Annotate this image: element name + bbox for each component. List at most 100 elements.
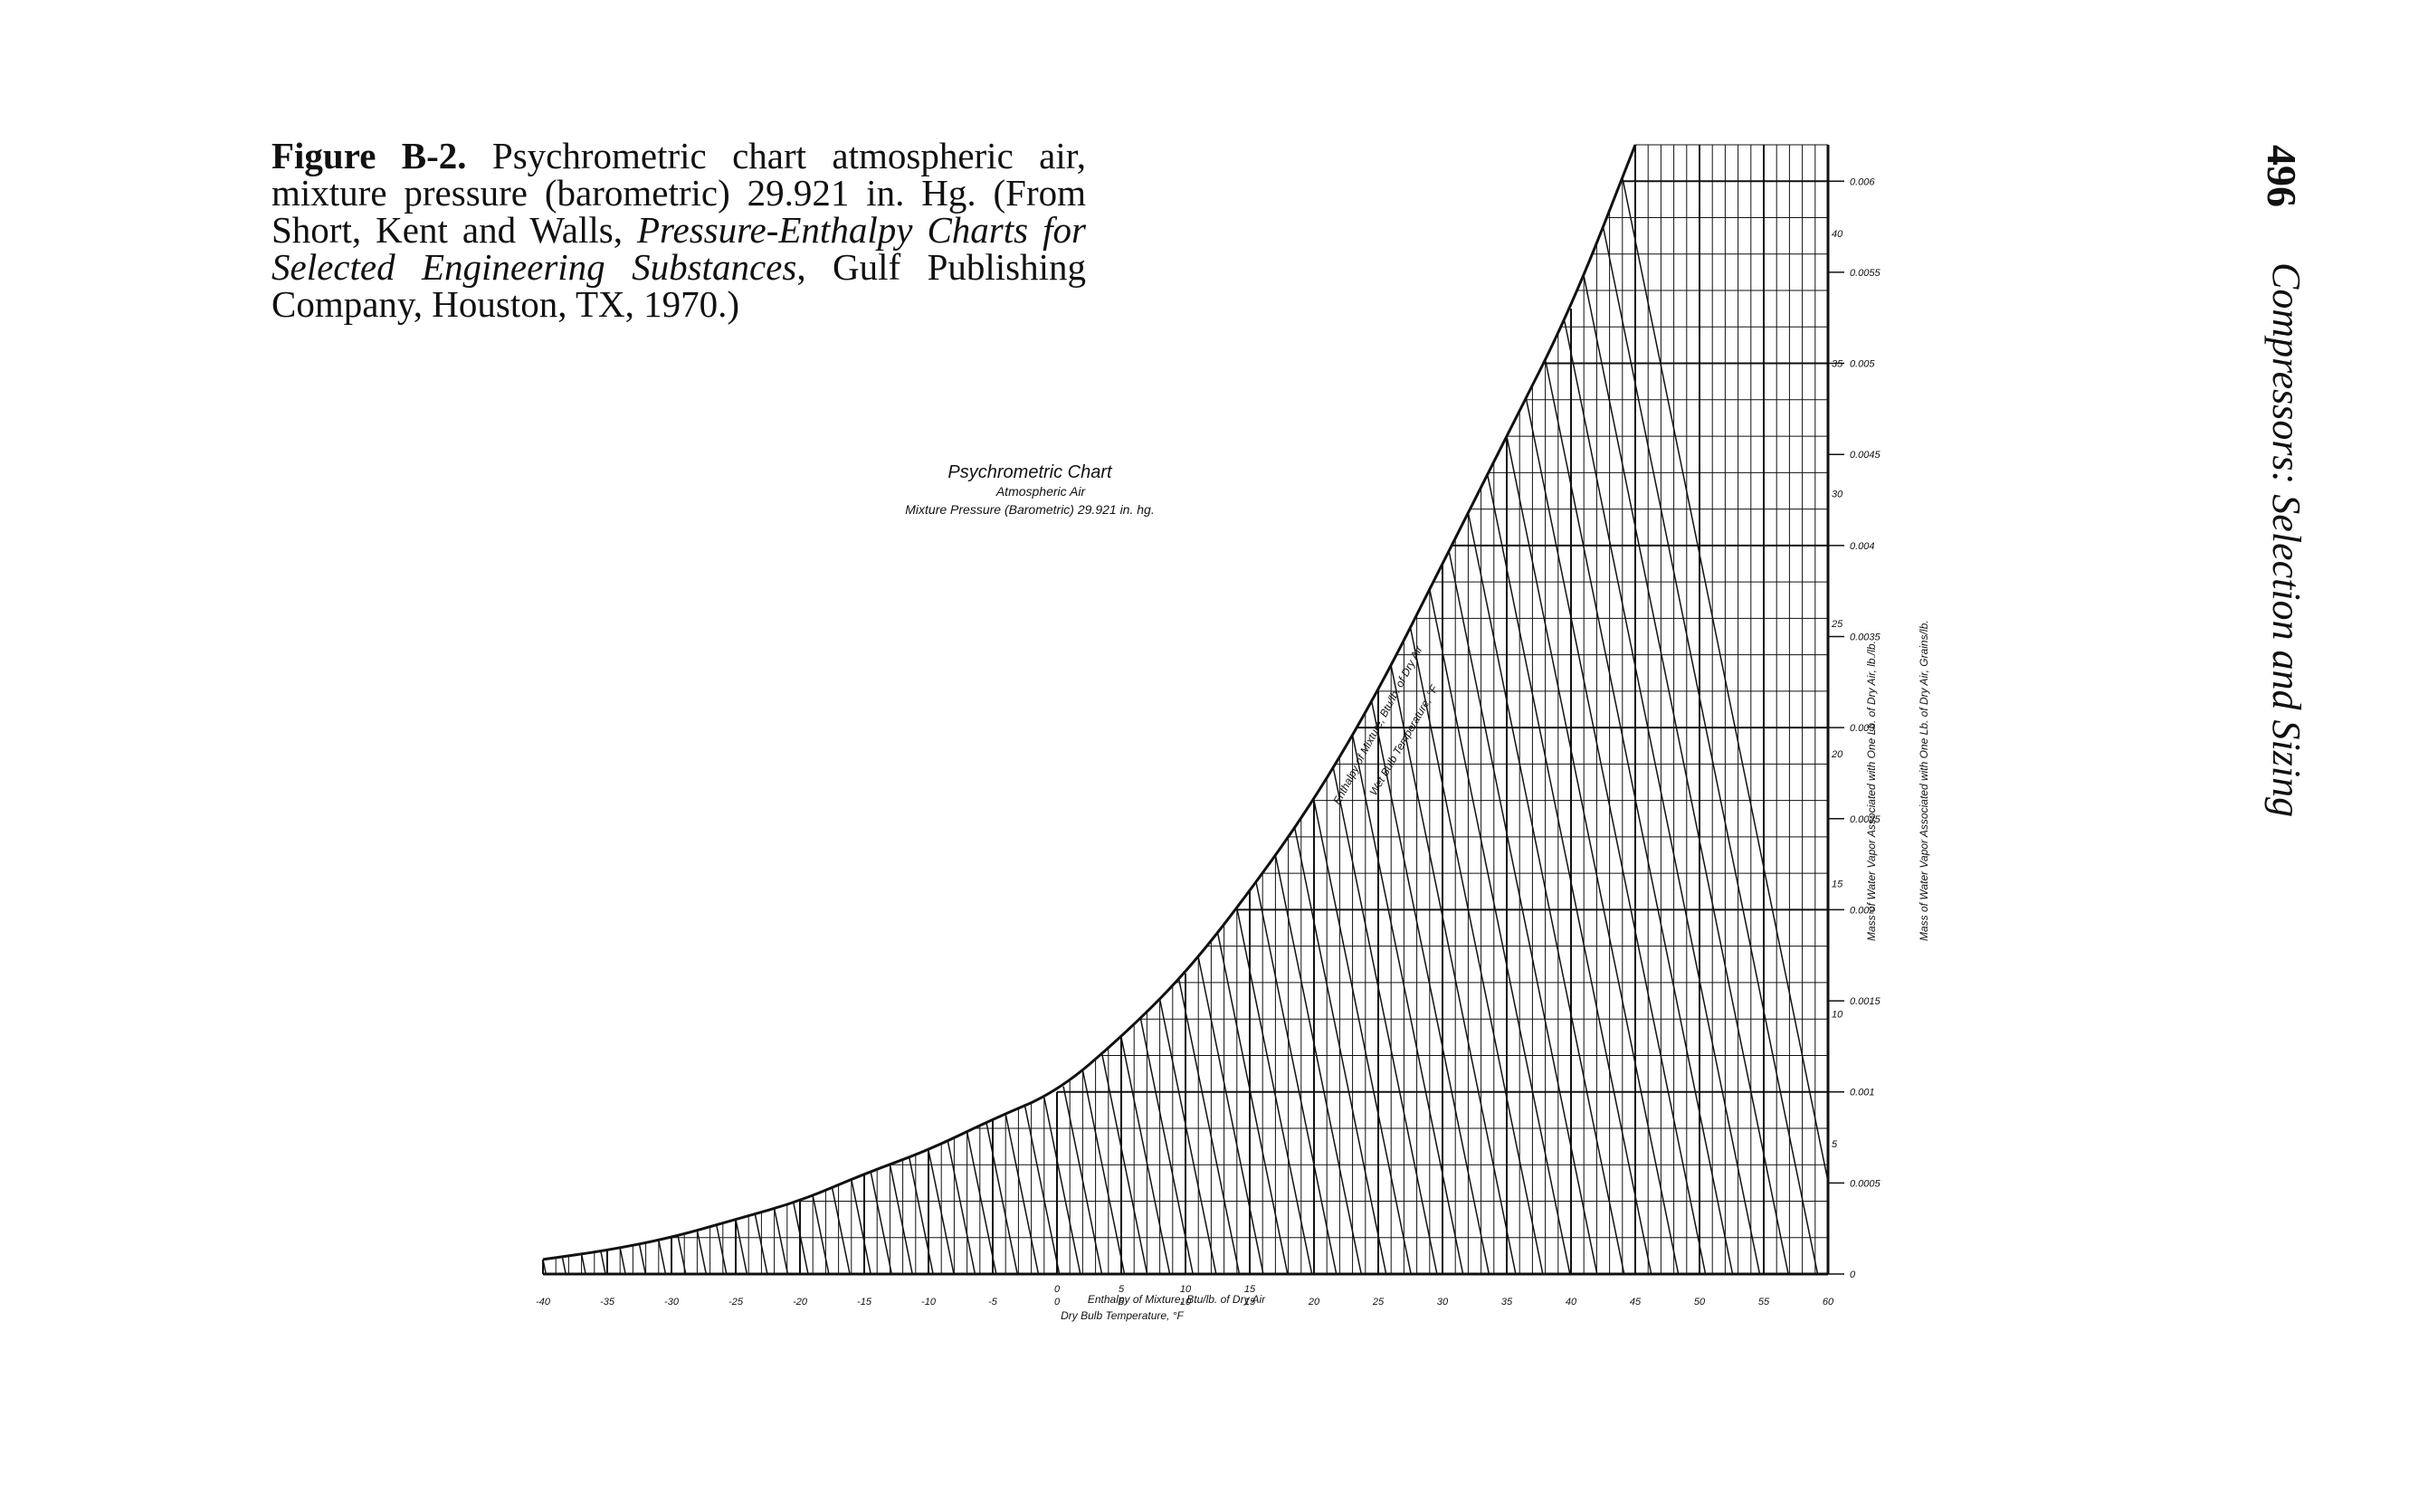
y-tick-label: 0.005 xyxy=(1850,359,1875,370)
enthalpy-line xyxy=(1564,321,1761,1275)
enthalpy-tick-label: 10 xyxy=(1180,1284,1192,1295)
saturation-curve xyxy=(542,144,1637,1261)
enthalpy-line xyxy=(1602,226,1819,1275)
y-tick-label: 0.004 xyxy=(1850,541,1875,552)
x-tick-label: -20 xyxy=(793,1297,808,1308)
enthalpy-line xyxy=(754,1213,768,1275)
enthalpy-line xyxy=(1236,908,1313,1275)
grains-tick-label: 25 xyxy=(1831,619,1843,630)
enthalpy-lines xyxy=(542,177,1829,1275)
enthalpy-line xyxy=(1371,701,1490,1275)
x-tick-label: -25 xyxy=(728,1297,744,1308)
enthalpy-line xyxy=(851,1179,871,1275)
enthalpy-line xyxy=(1544,359,1734,1275)
enthalpy-line xyxy=(1622,177,1829,1182)
x-tick-label: 0 xyxy=(1054,1297,1061,1308)
enthalpy-axis-label: Enthalpy of Mixture, Btu/lb. of Dry Air xyxy=(1088,1293,1266,1306)
enthalpy-line xyxy=(1409,627,1544,1275)
enthalpy-line xyxy=(1332,767,1438,1275)
grains-tick-label: 10 xyxy=(1832,1009,1843,1020)
enthalpy-line xyxy=(1525,397,1707,1275)
x-tick-label: 55 xyxy=(1758,1297,1770,1308)
x-tick-label: -35 xyxy=(600,1297,615,1308)
x-tick-label: 50 xyxy=(1694,1297,1706,1308)
enthalpy-line xyxy=(1506,435,1680,1275)
x-tick-label: 15 xyxy=(1244,1297,1256,1308)
enthalpy-line xyxy=(1486,474,1652,1275)
chart-subtitle-2: Mixture Pressure (Barometric) 29.921 in.… xyxy=(905,502,1154,517)
enthalpy-line xyxy=(1429,588,1571,1275)
enthalpy-line xyxy=(1062,1086,1103,1275)
enthalpy-line xyxy=(1043,1097,1081,1275)
y-tick-label: 0.0025 xyxy=(1850,814,1881,825)
enthalpy-line xyxy=(870,1171,893,1275)
enthalpy-line xyxy=(1081,1070,1126,1275)
enthalpy-line xyxy=(619,1247,626,1275)
enthalpy-line xyxy=(1197,956,1264,1275)
x-tick-label: 40 xyxy=(1566,1297,1577,1308)
y-tick-label: 0.0005 xyxy=(1850,1178,1881,1189)
figure-caption: Figure B-2. Psychrometric chart atmosphe… xyxy=(271,138,1086,323)
enthalpy-line xyxy=(1390,665,1517,1275)
enthalpy-line xyxy=(889,1164,913,1275)
enthalpy-line xyxy=(1120,1037,1171,1275)
enthalpy-line xyxy=(1274,854,1362,1275)
x-tick-label: -5 xyxy=(988,1297,998,1308)
enthalpy-line xyxy=(677,1235,687,1275)
enthalpy-tick-label: 15 xyxy=(1244,1284,1256,1295)
enthalpy-line xyxy=(793,1203,809,1275)
enthalpy-line xyxy=(600,1250,606,1275)
enthalpy-line xyxy=(715,1224,728,1275)
grains-tick-label: 20 xyxy=(1831,749,1843,760)
x-tick-label: 45 xyxy=(1630,1297,1642,1308)
caption-text-end: , Gulf Publishing Company, Houston, TX, … xyxy=(271,246,1086,325)
caption-source-title: Pressure-Enthalpy Charts for Selected En… xyxy=(271,209,1086,288)
y-tick-label: 0 xyxy=(1850,1270,1856,1280)
x-tick-label: -15 xyxy=(857,1297,872,1308)
x-tick-label: -10 xyxy=(921,1297,937,1308)
y-tick-label: 0.003 xyxy=(1850,723,1875,734)
y-tick-labels: 00.00050.0010.00150.0020.00250.0030.0035… xyxy=(1828,176,1881,1280)
enthalpy-line xyxy=(1024,1105,1061,1275)
enthalpy-line xyxy=(1100,1053,1148,1275)
x-tick-label: -30 xyxy=(664,1297,680,1308)
x-tick-label: 10 xyxy=(1180,1297,1192,1308)
y-tick-label: 0.0045 xyxy=(1850,450,1881,461)
chart-title: Psychrometric Chart xyxy=(947,462,1113,482)
y-tick-label: 0.006 xyxy=(1850,176,1875,187)
enthalpy-line xyxy=(1139,1018,1194,1275)
enthalpy-line xyxy=(638,1243,647,1275)
chart-grid xyxy=(542,144,1829,1274)
y-tick-label: 0.001 xyxy=(1850,1088,1875,1098)
enthalpy-line xyxy=(1351,735,1464,1275)
enthalpy-line xyxy=(658,1240,667,1275)
enthalpy-line xyxy=(773,1208,789,1275)
grains-tick-label: 15 xyxy=(1832,880,1843,890)
enthalpy-line xyxy=(1293,827,1387,1275)
x-tick-label: -40 xyxy=(536,1297,551,1308)
grains-tick-label: 30 xyxy=(1832,489,1843,499)
enthalpy-line xyxy=(1216,932,1289,1275)
enthalpy-line xyxy=(1583,275,1789,1275)
enthalpy-tick-label: 0 xyxy=(1054,1284,1061,1295)
x-tick-label: 25 xyxy=(1372,1297,1385,1308)
enthalpy-line xyxy=(1255,882,1338,1275)
x-tick-label: 35 xyxy=(1501,1297,1513,1308)
enthalpy-line xyxy=(696,1230,708,1275)
caption-text: Psychrometric chart atmospheric air, mix… xyxy=(271,135,1086,251)
enthalpy-line xyxy=(561,1256,567,1275)
y-tick-label: 0.0055 xyxy=(1850,268,1881,279)
chart-subtitle-1: Atmospheric Air xyxy=(995,484,1087,499)
x-axis-label: Dry Bulb Temperature, °F xyxy=(1061,1309,1184,1322)
enthalpy-line xyxy=(542,1259,547,1275)
y-axis-label: Mass of Water Vapor Associated with One … xyxy=(1865,641,1878,941)
grains-tick-label: 35 xyxy=(1832,359,1843,370)
enthalpy-line xyxy=(947,1140,976,1275)
x-tick-label: 30 xyxy=(1437,1297,1449,1308)
enthalpy-line xyxy=(580,1253,586,1275)
grains-tick-label: 5 xyxy=(1832,1139,1838,1150)
